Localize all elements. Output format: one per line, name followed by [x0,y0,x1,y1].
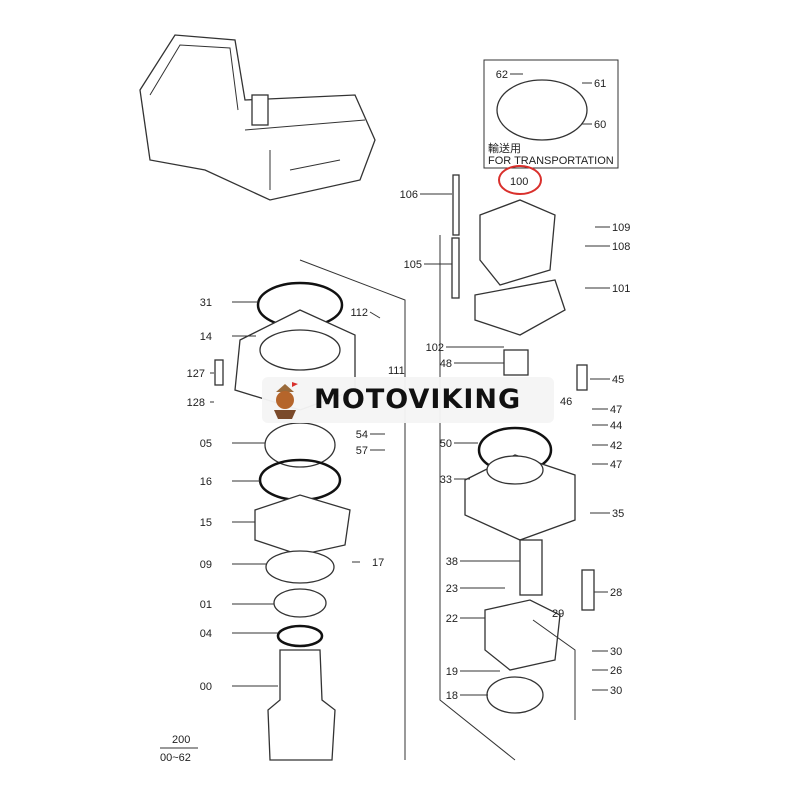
watermark: MOTOVIKING [262,377,554,423]
label-45: 45 [612,374,624,386]
label-47: 47 [610,404,622,416]
label-47: 47 [610,459,622,471]
label-112: 112 [350,307,368,319]
label-46: 46 [560,396,572,408]
label-60: 60 [594,119,606,131]
label-09: 09 [200,559,212,571]
watermark-text: MOTOVIKING [314,384,522,415]
label-14: 14 [200,331,212,343]
label-26: 26 [610,665,622,677]
label-05: 05 [200,438,212,450]
transport-note-en: FOR TRANSPORTATION [488,155,614,167]
label-128: 128 [187,397,205,409]
label-35: 35 [612,508,624,520]
label-102: 102 [426,342,444,354]
label-111: 111 [388,365,405,377]
label-109: 109 [612,222,630,234]
label-29: 29 [552,608,564,620]
footer-range: 00~62 [160,752,191,764]
label-100: 100 [510,176,528,188]
label-28: 28 [610,587,622,599]
footer-page: 200 [172,734,190,746]
swing-motor [451,174,595,714]
label-50: 50 [440,438,452,450]
label-31: 31 [200,297,212,309]
excavator-icon [139,34,376,201]
label-54: 54 [356,429,368,441]
label-127: 127 [187,368,205,380]
label-30: 30 [610,685,622,697]
label-18: 18 [446,690,458,702]
label-30: 30 [610,646,622,658]
label-19: 19 [446,666,458,678]
label-108: 108 [612,241,630,253]
part-labels: 31 14 127 128 05 16 15 09 01 04 00 112 1… [187,69,631,702]
label-42: 42 [610,440,622,452]
highlight-circle [498,165,542,195]
label-44: 44 [610,420,622,432]
label-57: 57 [356,445,368,457]
label-04: 04 [200,628,212,640]
viking-logo-icon [274,382,298,419]
label-48: 48 [440,358,452,370]
label-23: 23 [446,583,458,595]
transport-note-jp: 輸送用 [488,141,521,155]
label-00: 00 [200,681,212,693]
cover-plate-60 [496,79,588,141]
transport-box [483,59,619,169]
label-01: 01 [200,599,212,611]
label-106: 106 [400,189,418,201]
label-101: 101 [612,283,630,295]
label-33: 33 [440,474,452,486]
label-38: 38 [446,556,458,568]
label-17: 17 [372,557,384,569]
label-15: 15 [200,517,212,529]
label-61: 61 [594,78,606,90]
label-62: 62 [496,69,508,81]
label-22: 22 [446,613,458,625]
label-105: 105 [404,259,422,271]
label-16: 16 [200,476,212,488]
